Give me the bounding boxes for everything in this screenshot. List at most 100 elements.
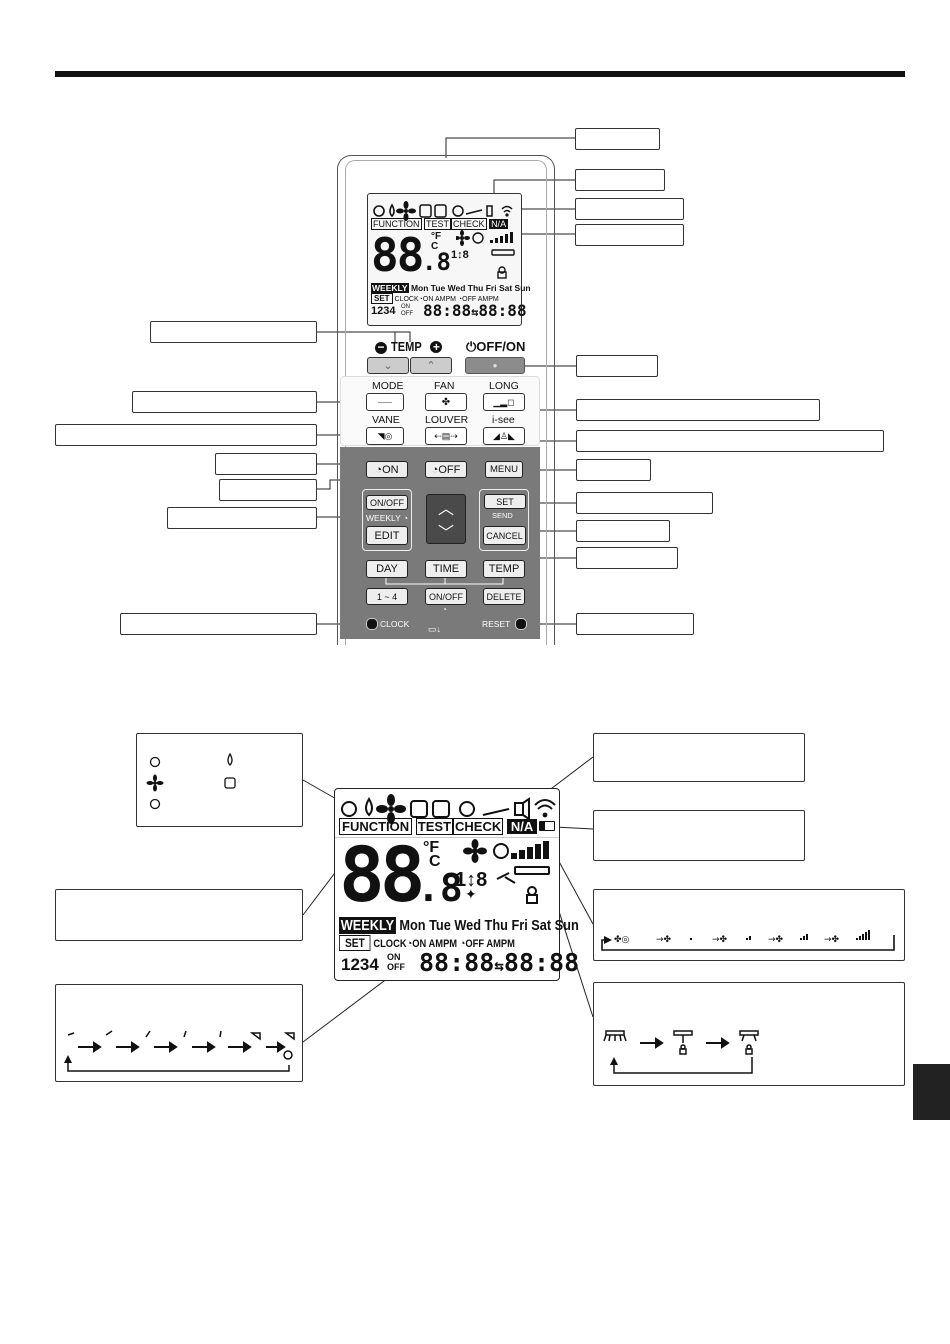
weekly-onoff-button[interactable]: ON/OFF	[366, 495, 408, 510]
off-timer-button[interactable]: ◔OFF	[425, 461, 467, 478]
button-group-bracket	[385, 578, 504, 585]
onoff-program-button[interactable]: ON/OFF	[425, 588, 467, 605]
clock-label: CLOCK	[380, 619, 410, 629]
detail-on-small: ON	[387, 952, 401, 962]
long-airflow-icon: ▁▂◻	[493, 396, 515, 407]
detail-check-label: CHECK	[453, 818, 504, 835]
detail-status-icons: ✦	[463, 839, 550, 904]
timer-off-icon: ◔	[431, 463, 439, 476]
detail-clock-label: CLOCK	[373, 938, 407, 950]
detail-timer-off-icon: ◔	[459, 938, 466, 950]
timer-on-icon: ◔	[375, 463, 383, 476]
detail-na-label: N/A	[506, 819, 538, 834]
label-box-isee-button	[576, 430, 884, 452]
detail-unit-f: °F	[423, 839, 440, 856]
chevron-down-icon: ﹀	[437, 525, 454, 542]
chevron-up-icon: ︿	[437, 501, 454, 518]
mode-button[interactable]	[366, 393, 404, 411]
lcd-time-1: 88:88	[423, 301, 472, 320]
label-box-signal-icon	[575, 198, 684, 220]
temp-label: TEMP	[390, 339, 422, 354]
edit-button[interactable]: EDIT	[366, 526, 408, 545]
reset-label: RESET	[482, 619, 511, 629]
callout-isee-sensor	[593, 982, 905, 1086]
label-box-on-timer	[215, 453, 317, 475]
lcd-off-label: OFF	[462, 296, 477, 303]
vane-button[interactable]: ◥◎	[366, 427, 404, 445]
off-on-label: OFF/ON	[476, 339, 526, 354]
temp-up-button[interactable]: ⌃	[410, 357, 452, 374]
battery-arrow-icon: ▭↓	[428, 624, 442, 634]
power-dot-icon: ●	[492, 361, 498, 370]
isee-label: i-see	[492, 414, 515, 426]
detail-program-numbers: 1234	[341, 955, 379, 974]
detail-ampm2-label: AMPM	[486, 938, 515, 950]
lcd-temperature-decimal: .8	[422, 248, 451, 276]
reset-pinhole-button[interactable]	[515, 618, 527, 630]
svg-text:✦: ✦	[465, 887, 477, 903]
fan-button[interactable]: ✤	[425, 393, 467, 411]
louver-label: LOUVER	[425, 414, 469, 426]
fan-icon: ✤	[441, 396, 451, 408]
lcd-function-label: FUNCTION	[371, 218, 422, 230]
lcd-off-small: OFF	[401, 311, 413, 317]
set-send-button[interactable]: SET	[484, 494, 526, 509]
louver-button[interactable]: ⇠▤⇢	[425, 427, 467, 445]
label-box-set-button	[576, 492, 713, 514]
label-box-weekly-onoff	[167, 507, 317, 529]
program-select-button[interactable]: 1 ~ 4	[366, 588, 408, 605]
detail-time-2: 88:88	[503, 948, 580, 977]
detail-days: Mon Tue Wed Thu Fri Sat Sun	[399, 917, 579, 934]
detail-on-label: ON	[412, 938, 427, 950]
up-down-button[interactable]: ︿ ﹀	[426, 494, 466, 544]
mode-line-icon	[378, 401, 392, 403]
vane-label: VANE	[372, 414, 400, 426]
callout-fan-speed: ✤◎ →✤ →✤ →✤ →✤	[593, 889, 905, 961]
vane-icon: ◥◎	[377, 430, 393, 441]
mode-label: MODE	[372, 380, 404, 392]
cancel-button[interactable]: CANCEL	[483, 526, 526, 545]
detail-unit-c: C	[429, 853, 441, 870]
label-box-menu-button	[576, 459, 651, 481]
lcd-on-label: ON	[422, 296, 434, 303]
weekly-small-label: WEEKLY	[366, 513, 401, 523]
lcd-on-small: ON	[401, 304, 410, 310]
label-box-battery-icon	[575, 224, 684, 246]
day-button[interactable]: DAY	[366, 560, 408, 578]
svg-text:→✤: →✤	[656, 935, 672, 945]
menu-button[interactable]: MENU	[485, 461, 523, 478]
label-box-off-timer	[219, 479, 317, 501]
lcd-set-label: SET	[371, 293, 393, 304]
callout-na-indicator	[593, 733, 805, 782]
top-rule	[55, 71, 905, 77]
label-box-offon-button	[576, 355, 658, 377]
label-box-mode-button	[132, 391, 317, 413]
vane-sequence-diagram	[64, 1030, 295, 1072]
off-on-button[interactable]: ●	[465, 357, 525, 374]
detail-off-small: OFF	[387, 962, 405, 972]
detail-temperature-decimal: .8	[417, 866, 463, 910]
lcd-check-label: CHECK	[451, 218, 487, 230]
clock-pinhole-button[interactable]	[366, 618, 378, 630]
long-button[interactable]: ▁▂◻	[483, 393, 525, 411]
delete-button[interactable]: DELETE	[483, 588, 525, 605]
lcd-days: Mon Tue Wed Thu Fri Sat Sun	[410, 283, 531, 293]
temp-down-button[interactable]: ⌄	[367, 357, 409, 374]
on-timer-button[interactable]: ◔ON	[366, 461, 408, 478]
detail-test-label: TEST	[415, 818, 454, 835]
detail-function-label: FUNCTION	[339, 818, 413, 835]
callout-vane-direction	[55, 984, 303, 1082]
temp-program-button[interactable]: TEMP	[483, 560, 525, 578]
timer-small-icon: ◔	[442, 605, 447, 614]
lcd-ampm-label: AMPM	[434, 296, 456, 303]
section-tab	[913, 1064, 950, 1120]
isee-button[interactable]: ◢♙◣	[483, 427, 525, 445]
lcd-time-2: 88:88	[478, 301, 527, 320]
battery-icon	[539, 821, 555, 831]
louver-icon: ⇠▤⇢	[434, 430, 458, 441]
lcd-unit-label: °F C	[431, 231, 442, 252]
lcd-vane-number: 1↕8	[451, 249, 469, 261]
weekly-button-frame	[362, 489, 412, 551]
time-button[interactable]: TIME	[425, 560, 467, 578]
